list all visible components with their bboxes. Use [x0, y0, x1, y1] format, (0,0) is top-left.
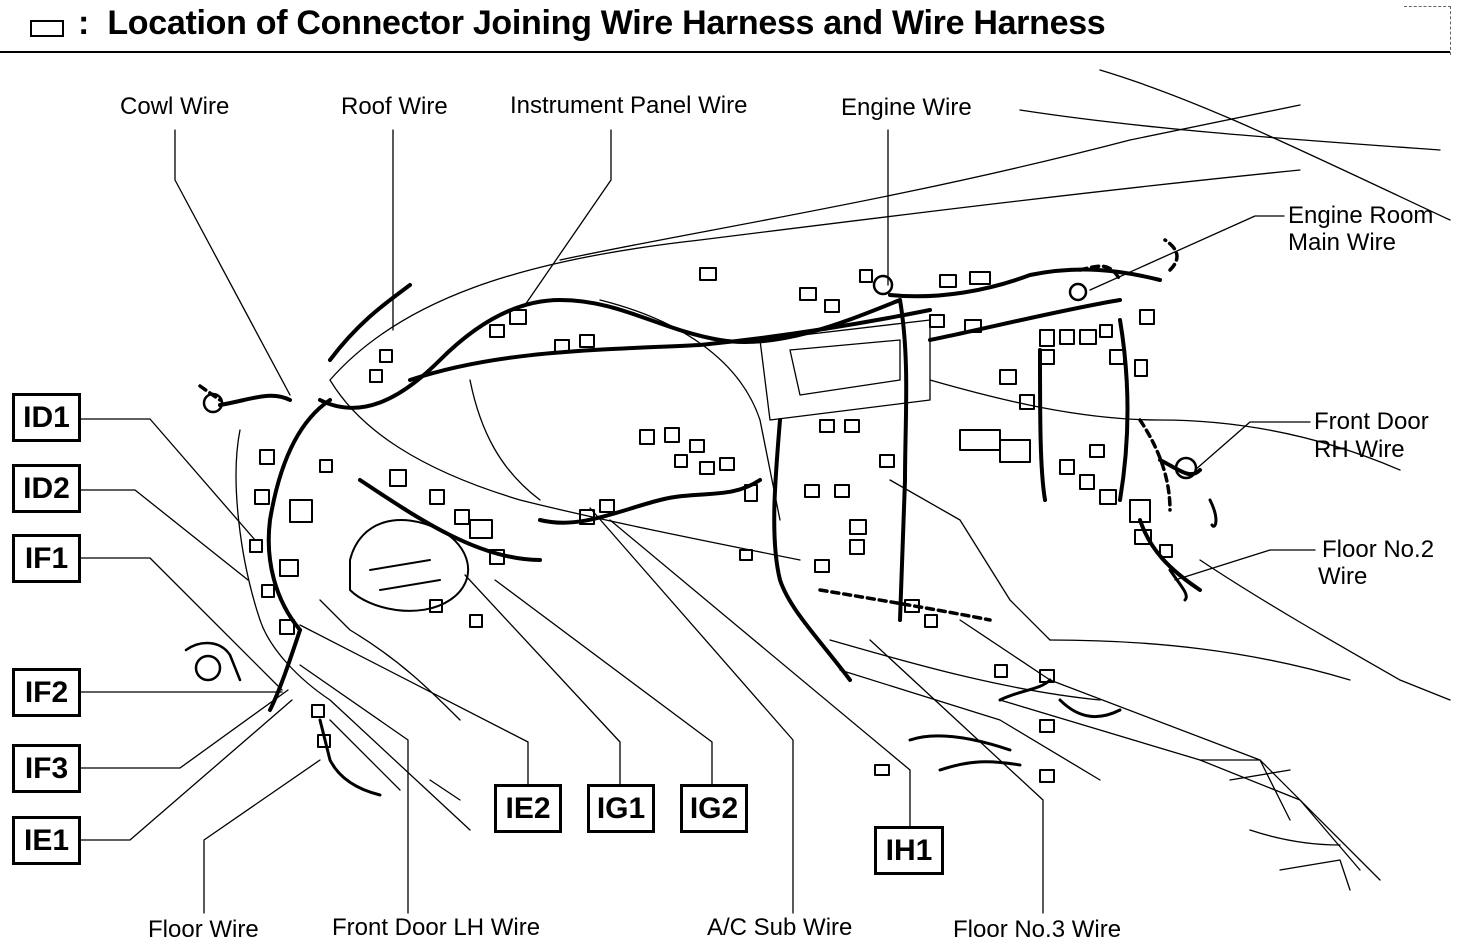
front-door-rh-wire-label-line1: Front Door: [1314, 408, 1429, 435]
grommets: [184, 274, 1198, 682]
page-title: : Location of Connector Joining Wire Har…: [78, 4, 1106, 43]
connector-code-ie1: IE1: [12, 816, 81, 865]
connector-code-ie2: IE2: [494, 784, 562, 833]
connector-code-if3: IF3: [12, 744, 81, 793]
engine-room-main-wire-label-line1: Engine Room: [1288, 202, 1434, 229]
floor-wire-label: Floor Wire: [148, 916, 259, 943]
connector-code-id2: ID2: [12, 464, 81, 513]
title-underline: [0, 51, 1450, 53]
title-text: Location of Connector Joining Wire Harne…: [107, 4, 1106, 42]
connector-cluster-right: [874, 309, 1173, 783]
floor-no2-wire-label-line2: Wire: [1318, 563, 1368, 590]
title-corner-dash: [1404, 6, 1451, 55]
title-separator: :: [78, 4, 90, 42]
floor-no2-wire-label-line1: Floor No.2: [1322, 536, 1435, 563]
connector-cluster-top: [489, 267, 991, 353]
dashed-harness: [198, 238, 1179, 622]
front-door-lh-wire-label: Front Door LH Wire: [332, 914, 541, 941]
instrument-panel-wire-label: Instrument Panel Wire: [510, 92, 748, 119]
engine-wire-label: Engine Wire: [841, 94, 972, 121]
leader-lines: [79, 129, 1316, 914]
connector-cluster-center-right: [579, 419, 938, 628]
roof-wire-label: Roof Wire: [341, 93, 448, 120]
connector-code-id1: ID1: [12, 393, 81, 442]
connector-code-ih1: IH1: [874, 826, 944, 875]
connector-code-ig2: IG2: [680, 784, 748, 833]
connector-code-ig1: IG1: [587, 784, 655, 833]
connector-code-if1: IF1: [12, 534, 81, 583]
connector-legend-icon: [30, 20, 64, 37]
dashboard-outline: [235, 69, 1451, 891]
floor-no3-wire-label: Floor No.3 Wire: [953, 916, 1122, 943]
lower-wires: [318, 498, 1218, 797]
ac-sub-wire-label: A/C Sub Wire: [707, 914, 853, 941]
main-harness: [218, 267, 1202, 712]
engine-room-main-wire-label-line2: Main Wire: [1288, 229, 1397, 256]
connector-cluster-center: [319, 349, 505, 628]
cowl-wire-label: Cowl Wire: [120, 93, 230, 120]
front-door-rh-wire-label-line2: RH Wire: [1314, 436, 1405, 463]
connector-code-if2: IF2: [12, 668, 81, 717]
connector-cluster-left: [249, 449, 331, 748]
